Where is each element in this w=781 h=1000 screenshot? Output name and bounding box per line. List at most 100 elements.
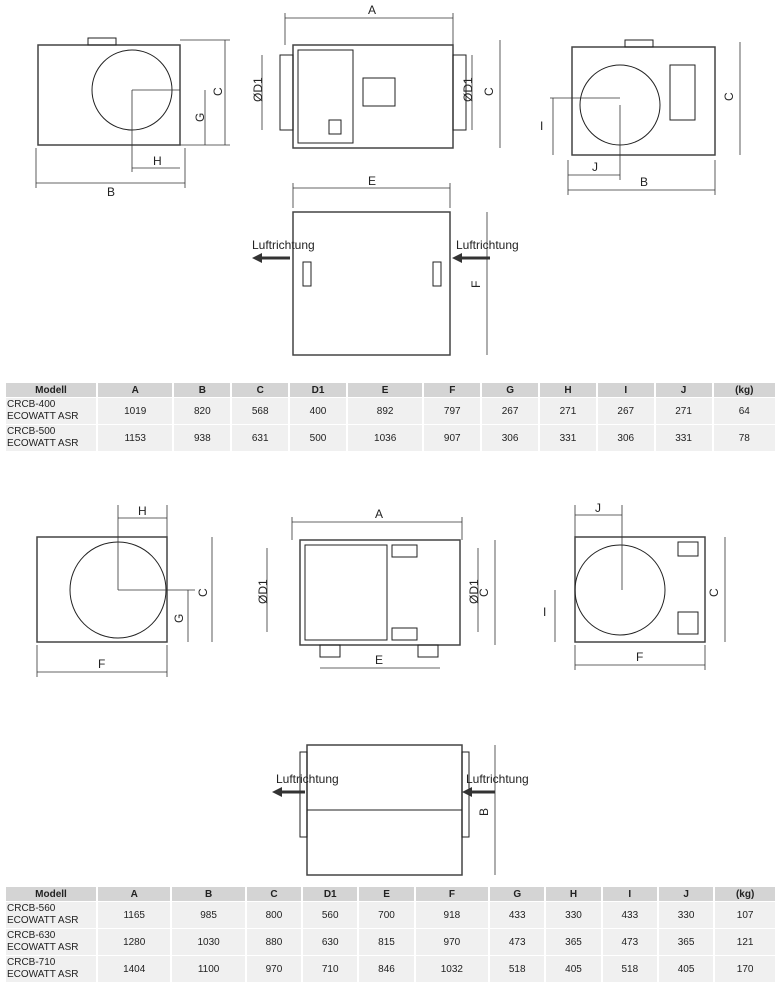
- table-cell: 700: [359, 902, 414, 928]
- table-cell: 1019: [98, 398, 173, 424]
- drawing-rear-view-large: J I C F: [543, 501, 726, 670]
- dim-label-c: C: [722, 92, 736, 101]
- dim-label-d1-left: ØD1: [256, 579, 270, 604]
- table-cell: 121: [715, 929, 775, 955]
- table-cell: 170: [715, 956, 775, 982]
- column-header: B: [174, 383, 231, 397]
- table-cell: 630: [303, 929, 358, 955]
- drawing-top-view-small: E F Luftrichtung Luftrichtung: [252, 174, 519, 356]
- column-header: G: [490, 887, 545, 901]
- model-name-line: CRCB-560: [7, 903, 56, 914]
- dim-label-b: B: [477, 808, 491, 816]
- table-cell: 306: [482, 425, 539, 451]
- drawing-front-view-small: B H G C: [35, 37, 230, 199]
- column-header: B: [172, 887, 245, 901]
- model-name-line: ECOWATT ASR: [7, 969, 79, 980]
- table-cell: 306: [597, 425, 654, 451]
- table-cell: 331: [540, 425, 596, 451]
- dim-label-j: J: [592, 160, 598, 174]
- dim-label-d1-right: ØD1: [461, 77, 475, 102]
- dim-label-b: B: [107, 185, 115, 199]
- table-cell: 64: [713, 398, 775, 424]
- dim-label-f: F: [469, 281, 483, 288]
- table-cell: 918: [415, 902, 489, 928]
- column-header: (kg): [715, 887, 775, 901]
- model-name-line: ECOWATT ASR: [7, 411, 79, 422]
- dim-label-c: C: [211, 87, 225, 96]
- table-cell: 473: [490, 929, 545, 955]
- table-cell: 518: [490, 956, 545, 982]
- table-cell: 271: [655, 398, 712, 424]
- table-cell: 880: [246, 929, 302, 955]
- table-cell: 1153: [98, 425, 173, 451]
- table-cell: 970: [246, 956, 302, 982]
- column-header: F: [424, 383, 481, 397]
- table-cell: 800: [246, 902, 302, 928]
- table-cell: 892: [347, 398, 423, 424]
- dim-label-c: C: [707, 588, 721, 597]
- drawing-side-view-large: A ØD1 ØD1 C E: [256, 507, 496, 669]
- column-header: I: [602, 887, 657, 901]
- table-cell: 1032: [415, 956, 489, 982]
- table-cell: 1280: [98, 929, 171, 955]
- column-header: Modell: [6, 383, 96, 397]
- dim-label-e: E: [375, 653, 383, 667]
- drawing-top-view-large: B Luftrichtung Luftrichtung: [272, 744, 529, 876]
- model-name-line: ECOWATT ASR: [7, 438, 79, 449]
- dim-label-d1-right: ØD1: [467, 579, 481, 604]
- table-cell: 365: [546, 929, 601, 955]
- table-cell: 500: [290, 425, 346, 451]
- table-cell: 1030: [172, 929, 245, 955]
- table-cell: 405: [658, 956, 714, 982]
- table-cell: 907: [424, 425, 481, 451]
- table-cell: 1036: [347, 425, 423, 451]
- table-cell: 267: [597, 398, 654, 424]
- table-cell: 473: [602, 929, 657, 955]
- dim-label-d1-left: ØD1: [251, 77, 265, 102]
- column-header: C: [232, 383, 289, 397]
- column-header: A: [98, 887, 171, 901]
- table-cell: 400: [290, 398, 346, 424]
- model-name-line: ECOWATT ASR: [7, 915, 79, 926]
- table-cell: 107: [715, 902, 775, 928]
- column-header: H: [540, 383, 596, 397]
- table-cell: 433: [490, 902, 545, 928]
- table-cell: 518: [602, 956, 657, 982]
- table-cell: 330: [658, 902, 714, 928]
- dim-label-i: I: [543, 605, 546, 619]
- airflow-label-right: Luftrichtung: [466, 772, 529, 786]
- dim-label-f: F: [636, 650, 643, 664]
- column-header: D1: [290, 383, 346, 397]
- table-cell: 1100: [172, 956, 245, 982]
- dim-label-j: J: [595, 501, 601, 515]
- table-cell: 365: [658, 929, 714, 955]
- dim-label-e: E: [368, 174, 376, 188]
- airflow-label-left: Luftrichtung: [252, 238, 315, 252]
- column-header: G: [482, 383, 539, 397]
- dim-label-g: G: [172, 614, 186, 623]
- dim-label-c: C: [477, 588, 491, 597]
- column-header: E: [347, 383, 423, 397]
- table-cell: 938: [174, 425, 231, 451]
- table-cell: 797: [424, 398, 481, 424]
- model-name-line: CRCB-710: [7, 957, 56, 968]
- table-cell: 815: [359, 929, 414, 955]
- column-header: C: [246, 887, 302, 901]
- column-header: E: [359, 887, 414, 901]
- airflow-label-left: Luftrichtung: [276, 772, 339, 786]
- dim-label-c: C: [482, 87, 496, 96]
- table-cell: 271: [540, 398, 596, 424]
- table-cell: 985: [172, 902, 245, 928]
- column-header: I: [597, 383, 654, 397]
